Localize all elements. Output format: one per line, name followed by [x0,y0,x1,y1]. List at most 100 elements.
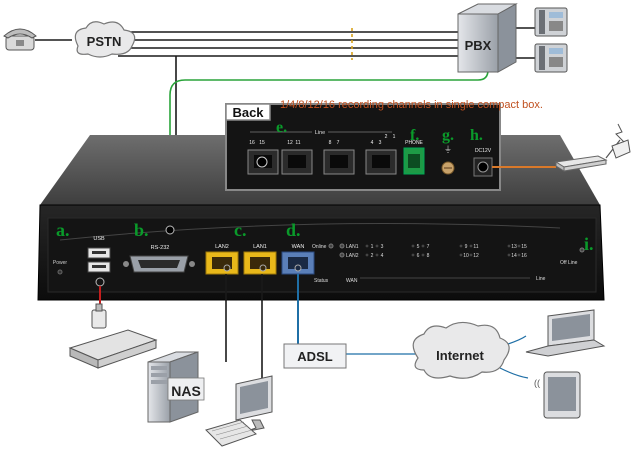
led-number: 5 [417,244,420,250]
callout-markers: a. b. c. d. e. f. g. h. i. [56,119,594,254]
line-port-number: 1 [393,134,396,140]
lan2-port[interactable] [205,251,239,275]
led-number: 16 [521,253,527,259]
power-label: Power [53,260,68,266]
power-led [57,269,63,275]
led-number: 8 [427,253,430,259]
power-adapter-icon [554,123,631,172]
line-port[interactable] [365,149,397,175]
ground-screw-icon: ⏚ [441,145,455,175]
led-number: 14 [511,253,517,259]
usb-flash-drive-icon [91,303,107,329]
rs232-cable [169,56,489,228]
online-label: Online [312,244,327,250]
line-led [375,253,379,257]
adsl-modem-box [283,343,347,369]
lan2-led [339,252,345,258]
desk-phone-icon [534,43,568,73]
line-port-number: 7 [337,140,340,146]
line-port-number: 16 [249,140,255,146]
line-led [421,253,425,257]
marker-a: a. [56,220,70,240]
pbx-server-icon: PBX [457,3,518,73]
caption-text: 1/4/8/12/16 recording channels in single… [280,99,543,111]
wan-port[interactable] [281,251,315,275]
marker-d: d. [286,220,301,240]
line-led [469,244,473,248]
internet-cloud-icon [412,321,510,379]
back-panel-title: Back [232,105,264,120]
led-number: 3 [381,244,384,250]
led-number: 15 [521,244,527,250]
led-number: 13 [511,244,517,250]
marker-c: c. [234,220,247,240]
rs232-port[interactable] [123,255,195,273]
pstn-label: PSTN [87,34,122,49]
offline-led [579,247,585,253]
internet-laptop-cable [507,335,527,345]
marker-g: g. [442,127,454,144]
line-in-jack[interactable] [256,156,268,168]
line-port-number: 15 [259,140,265,146]
pbx-label: PBX [465,38,492,53]
internet-label: Internet [436,348,484,363]
marker-i: i. [584,234,594,254]
line-port-number: 2 [385,134,388,140]
line-led [459,253,463,257]
offline-label: Off Line [560,260,578,266]
dc-power-jack[interactable] [473,157,493,177]
marker-h: h. [470,127,483,144]
recorder-front-panel [37,204,605,301]
marker-f: f. [410,127,419,144]
dc-power-label: DC12V [475,148,492,154]
svg-text:((: (( [534,378,540,388]
svg-text:⏚: ⏚ [444,145,452,154]
laptop-icon [525,309,606,357]
line-led [411,244,415,248]
line-port[interactable] [281,149,313,175]
phone-port-label: PHONE [405,140,423,146]
external-drive-icon [68,329,158,369]
rs232-label: RS-232 [151,245,170,251]
line-led [421,244,425,248]
wan-label: WAN [292,244,305,250]
lan2-led-label: LAN2 [346,253,359,259]
line-port[interactable] [323,149,355,175]
line-heading: Line [315,130,325,136]
desk-phone-icon [534,7,568,37]
lan1-label: LAN1 [253,244,267,250]
line-led [517,244,521,248]
line-led [365,244,369,248]
line-led [375,244,379,248]
line-led [507,253,511,257]
status-label: Status [314,278,329,284]
led-number: 9 [465,244,468,250]
line-led [365,253,369,257]
line-port-number: 11 [295,140,300,146]
line-port-number: 12 [287,140,293,146]
led-number: 7 [427,244,430,250]
usb-port-stack[interactable] [87,247,111,273]
lan2-label: LAN2 [215,244,229,250]
line-led-label: Line [536,276,546,282]
line-port-number: 3 [379,140,382,146]
led-number: 11 [473,244,478,250]
led-number: 6 [417,253,420,259]
lan1-led [339,243,345,249]
line-led [459,244,463,248]
rs232-indicator [165,225,175,235]
led-number: 4 [381,253,384,259]
line-led [517,253,521,257]
led-number: 10 [463,253,469,259]
phone-port[interactable] [403,147,425,175]
marker-b: b. [134,220,149,240]
wan-led-label: WAN [346,278,358,284]
analog-phone-icon [3,28,37,51]
adsl-label: ADSL [297,349,332,364]
line-port-number: 4 [371,140,374,146]
lan1-port[interactable] [243,251,277,275]
